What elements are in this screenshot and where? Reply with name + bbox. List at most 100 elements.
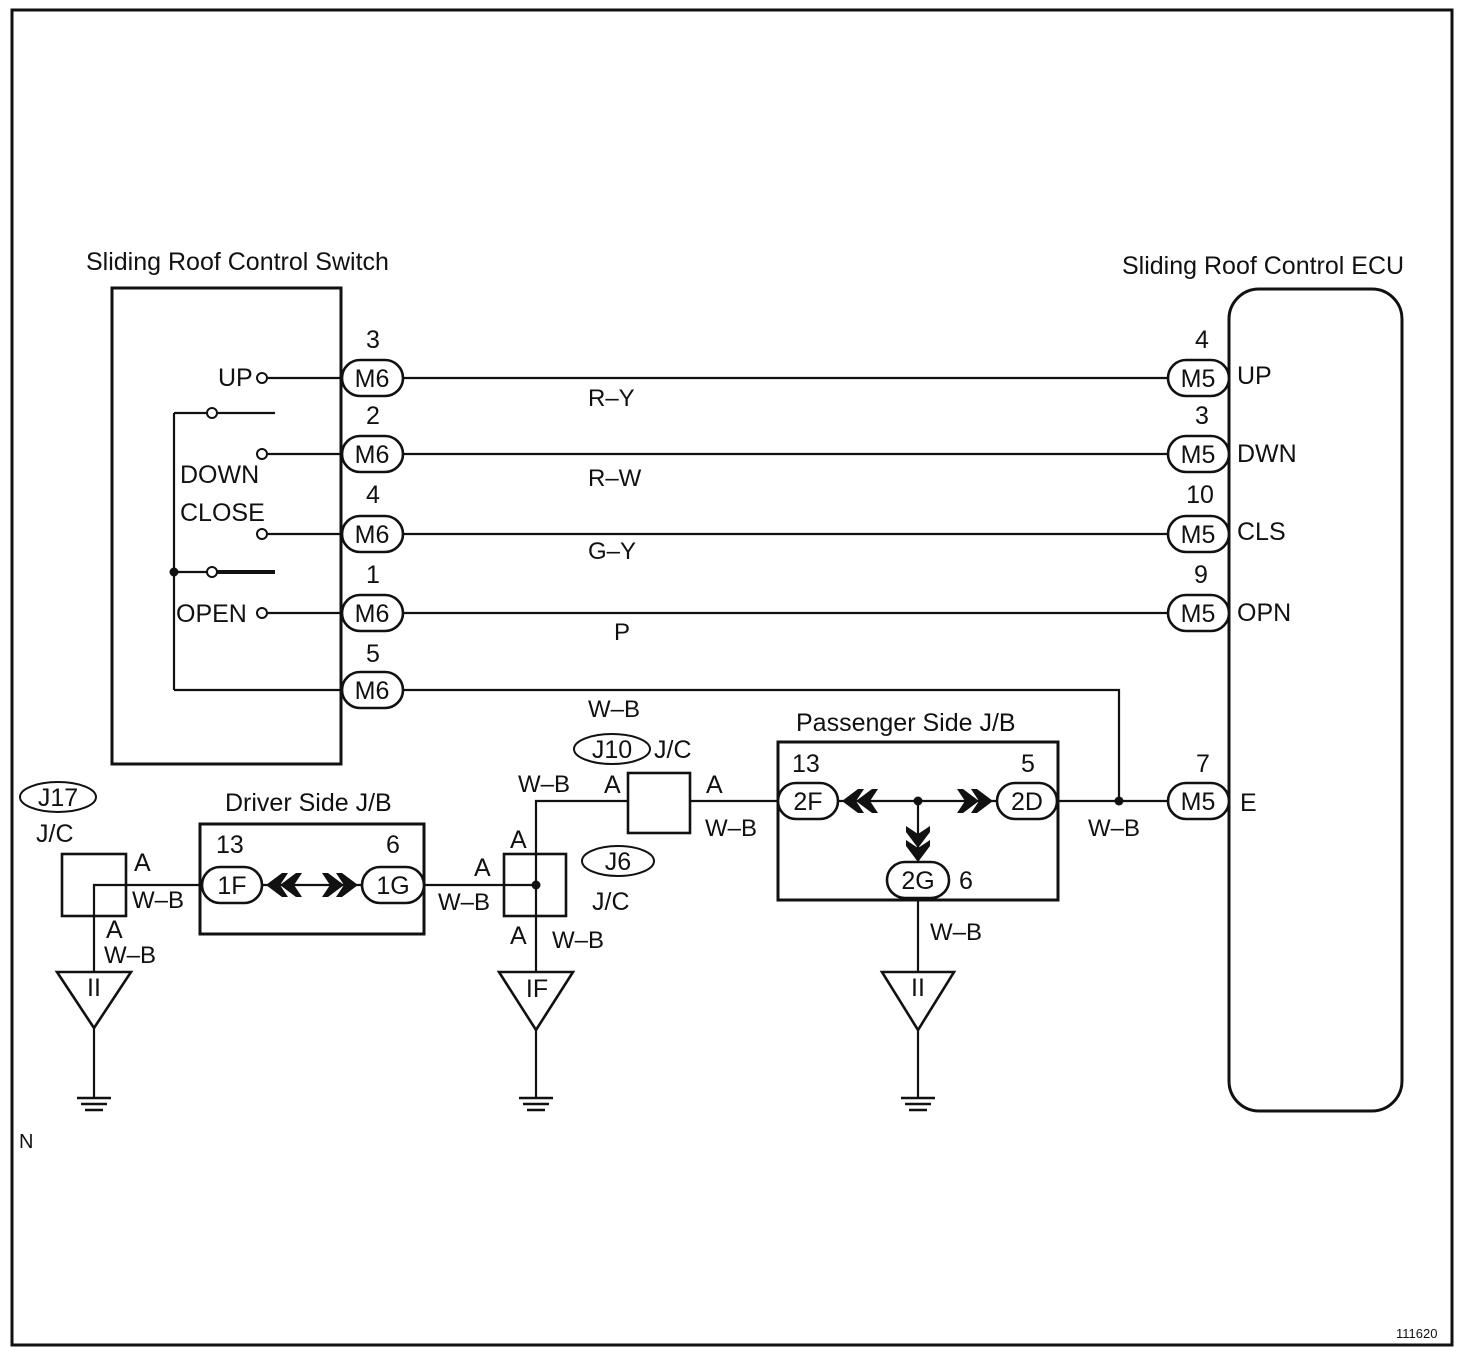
svg-text:1G: 1G xyxy=(376,872,409,900)
svg-text:IF: IF xyxy=(526,975,548,1003)
svg-text:II: II xyxy=(911,974,925,1002)
svg-text:M5: M5 xyxy=(1181,788,1216,816)
ecu-title: Sliding Roof Control ECU xyxy=(1122,252,1404,280)
connector-1g: 1G xyxy=(360,865,426,905)
j17-pin-right: A xyxy=(134,849,151,877)
ground-point-ii-left: II xyxy=(54,970,134,1098)
ecu-body xyxy=(1227,287,1404,1113)
svg-text:M5: M5 xyxy=(1181,441,1216,469)
passenger-jb-internals xyxy=(838,789,997,864)
svg-text:10: 10 xyxy=(1186,481,1214,509)
j6-pin-left: A xyxy=(474,854,491,882)
wire-color-j17-ground: W–B xyxy=(104,942,156,969)
svg-text:J6: J6 xyxy=(605,848,631,876)
j10-pin-left: A xyxy=(604,771,621,799)
svg-text:M6: M6 xyxy=(355,521,390,549)
switch-terminal-up: UP xyxy=(218,364,253,392)
wire-color-1g-j6: W–B xyxy=(438,889,490,916)
svg-text:M6: M6 xyxy=(355,365,390,393)
wire-lines xyxy=(403,376,1168,806)
svg-text:1: 1 xyxy=(366,561,380,589)
svg-text:2D: 2D xyxy=(1011,788,1043,816)
j6-tag: J6 xyxy=(581,845,655,877)
m5-connector-pin9: M5 9 xyxy=(1166,561,1231,633)
ground-symbol-right xyxy=(901,1096,935,1112)
wire-color-j10-j6: W–B xyxy=(518,771,570,798)
j17-type: J/C xyxy=(36,820,74,848)
corner-mark: N xyxy=(19,1131,33,1153)
svg-text:2: 2 xyxy=(366,402,380,430)
j10-tag: J10 xyxy=(573,733,651,765)
connector-2f-pin: 13 xyxy=(792,750,820,778)
svg-text:3: 3 xyxy=(1195,402,1209,430)
switch-title: Sliding Roof Control Switch xyxy=(86,248,389,276)
m6-connector-pin3: M6 3 xyxy=(340,326,405,398)
connector-1f-pin: 13 xyxy=(216,831,244,859)
switch-internals xyxy=(169,372,342,692)
svg-text:3: 3 xyxy=(366,326,380,354)
ground-point-if: IF xyxy=(496,970,576,1098)
passenger-jb-title: Passenger Side J/B xyxy=(796,709,1016,737)
m5-connector-pin7: M5 7 xyxy=(1166,750,1231,821)
wire-color-p: P xyxy=(614,619,630,646)
wire-color-wb: W–B xyxy=(588,696,640,723)
ground-symbol-left xyxy=(77,1096,111,1112)
wire-color-ry: R–Y xyxy=(588,385,635,412)
wire-color-gy: G–Y xyxy=(588,538,636,565)
ecu-terminal-e: E xyxy=(1240,789,1257,817)
switch-terminal-down: DOWN xyxy=(180,461,259,489)
svg-text:7: 7 xyxy=(1196,750,1210,778)
ground-symbol-middle xyxy=(519,1096,553,1112)
svg-text:M5: M5 xyxy=(1181,600,1216,628)
svg-text:II: II xyxy=(87,974,101,1002)
ecu-terminal-cls: CLS xyxy=(1237,518,1286,546)
ground-point-ii-right: II xyxy=(879,970,957,1098)
switch-terminal-open: OPEN xyxy=(176,600,247,628)
connector-1f: 1F xyxy=(200,865,264,905)
wire-color-j6-ground: W–B xyxy=(552,927,604,954)
driver-jb-title: Driver Side J/B xyxy=(225,789,392,817)
figure-number: 111620 xyxy=(1396,1326,1437,1341)
svg-text:2F: 2F xyxy=(793,788,822,816)
ecu-terminal-dwn: DWN xyxy=(1237,440,1297,468)
m6-connector-pin2: M6 2 xyxy=(340,402,405,474)
svg-text:1F: 1F xyxy=(217,872,246,900)
connector-2g-pin: 6 xyxy=(959,867,973,895)
switch-terminal-close: CLOSE xyxy=(180,499,265,527)
svg-text:4: 4 xyxy=(1195,326,1209,354)
j6-internals xyxy=(504,854,541,916)
connector-1g-pin: 6 xyxy=(386,831,400,859)
j10-pin-right: A xyxy=(706,771,723,799)
wire-1f-to-j17-ground xyxy=(92,883,202,972)
wire-j10-to-j6 xyxy=(534,799,628,854)
switch-body xyxy=(110,286,343,766)
svg-text:M5: M5 xyxy=(1181,365,1216,393)
ecu-terminal-up: UP xyxy=(1237,362,1272,390)
wire-color-2g-ground: W–B xyxy=(930,919,982,946)
ecu-terminal-opn: OPN xyxy=(1237,599,1291,627)
wire-color-j10-2f: W–B xyxy=(705,815,757,842)
svg-text:M6: M6 xyxy=(355,600,390,628)
svg-text:J10: J10 xyxy=(592,736,632,764)
m5-connector-pin10: M5 10 xyxy=(1166,481,1231,554)
j6-type: J/C xyxy=(592,888,630,916)
m6-connector-pin4: M6 4 xyxy=(340,481,405,554)
wire-color-1f-j17: W–B xyxy=(132,887,184,914)
j6-pin-bottom: A xyxy=(510,922,527,950)
svg-text:J17: J17 xyxy=(38,784,78,812)
connector-2d: 2D xyxy=(995,781,1059,821)
j10-type: J/C xyxy=(654,736,692,764)
driver-jb-internals xyxy=(262,873,362,897)
svg-text:M6: M6 xyxy=(355,677,390,705)
svg-text:M5: M5 xyxy=(1181,521,1216,549)
wire-color-wb-ecu: W–B xyxy=(1088,815,1140,842)
svg-text:2G: 2G xyxy=(901,867,934,895)
connector-2f: 2F xyxy=(776,781,840,821)
wire-color-rw: R–W xyxy=(588,465,642,492)
svg-text:M6: M6 xyxy=(355,441,390,469)
j6-pin-top: A xyxy=(510,826,527,854)
m5-connector-pin3: M5 3 xyxy=(1166,402,1231,474)
m5-connector-pin4: M5 4 xyxy=(1166,326,1231,398)
j10-box xyxy=(626,771,692,835)
